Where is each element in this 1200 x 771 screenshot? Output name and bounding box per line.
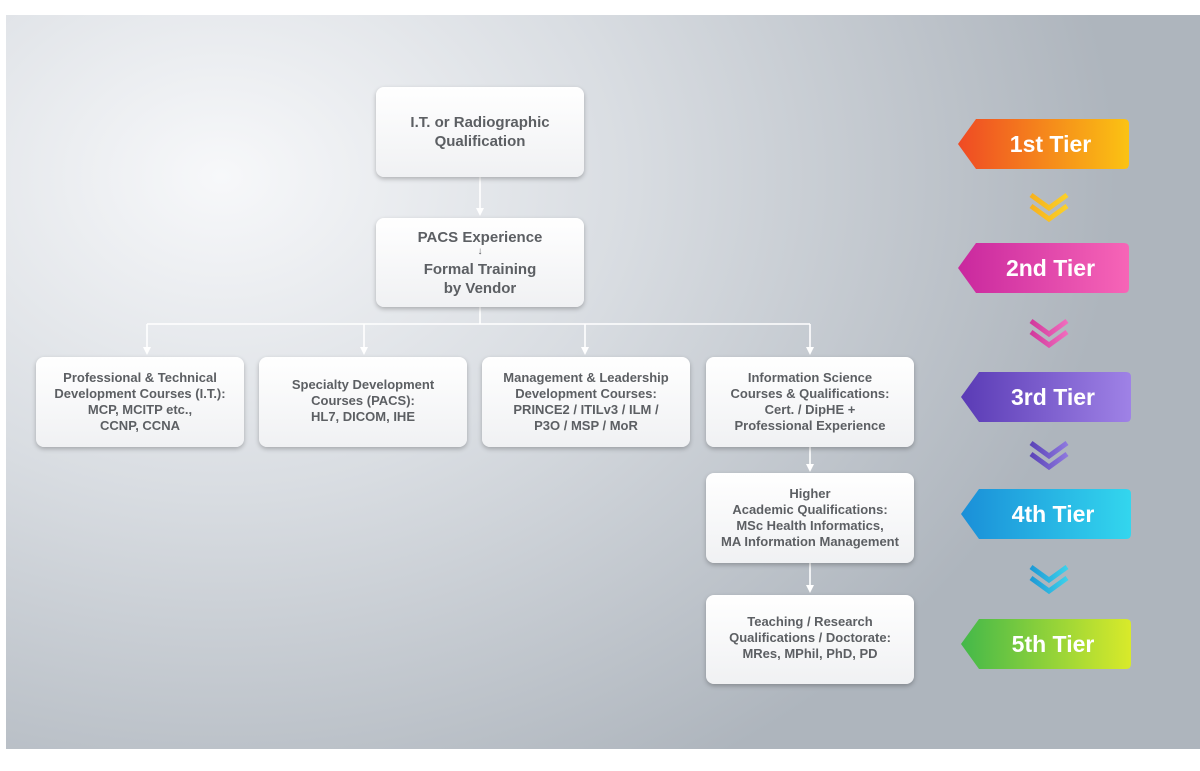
tier-label: 3rd Tier (1011, 383, 1095, 410)
box-text-line: Development Courses (I.T.): (54, 386, 226, 401)
double-chevron-down-icon (1029, 564, 1069, 595)
box-text-line: Professional Experience (734, 418, 886, 433)
box-text-line: I.T. or Radiographic (410, 114, 550, 131)
box-information-science-courses: Information Science Courses & Qualificat… (706, 357, 914, 447)
tier-label: 4th Tier (1011, 500, 1095, 527)
box-text-line: Professional & Technical (63, 370, 217, 385)
tier-5-arrow-shape (961, 619, 1131, 669)
down-arrow-icon: ↓ (477, 245, 483, 257)
box-text-line: Management & Leadership (503, 370, 669, 385)
double-chevron-down-icon (1029, 192, 1069, 223)
box-text-line: Development Courses: (515, 386, 657, 401)
box-text-line: Higher (789, 486, 831, 501)
box-text-line: Qualification (434, 133, 526, 150)
tier-1-arrow-shape (958, 119, 1129, 169)
box-text-line: P3O / MSP / MoR (534, 418, 638, 433)
box-text-line: Cert. / DipHE + (764, 402, 856, 417)
box-text-line: Qualifications / Doctorate: (729, 630, 891, 645)
box-text-line: PACS Experience (417, 228, 543, 246)
tier-3-arrow-shape (961, 372, 1131, 422)
box-text-line: by Vendor (443, 279, 517, 297)
box-text-line: PRINCE2 / ITILv3 / ILM / (513, 402, 659, 417)
tier-5: 5th Tier (961, 619, 1131, 669)
tier-1: 1st Tier (958, 119, 1129, 169)
box-professional-technical-courses: Professional & Technical Development Cou… (36, 357, 244, 447)
box-text-line: Teaching / Research (747, 614, 873, 629)
double-chevron-down-icon (1029, 318, 1069, 349)
box-specialty-development-courses: Specialty Development Courses (PACS): HL… (259, 357, 467, 447)
tier-label: 2nd Tier (1005, 254, 1096, 281)
tier-2-arrow-shape (958, 243, 1129, 293)
box-text-line: Courses (PACS): (311, 393, 415, 408)
tier-4: 4th Tier (961, 489, 1131, 539)
box-text-line: MRes, MPhil, PhD, PD (742, 646, 878, 661)
box-higher-academic-qualifications: Higher Academic Qualifications: MSc Heal… (706, 473, 914, 563)
box-text-line: MSc Health Informatics, (736, 518, 884, 533)
box-text-line: CCNP, CCNA (100, 418, 180, 433)
box-management-leadership-courses: Management & Leadership Development Cour… (482, 357, 690, 447)
box-text-line: Specialty Development (291, 377, 435, 392)
box-text-line: Courses & Qualifications: (730, 386, 890, 401)
box-text-line: Academic Qualifications: (732, 502, 888, 517)
box-text-line: HL7, DICOM, IHE (310, 409, 415, 424)
tier-2: 2nd Tier (958, 243, 1129, 293)
box-text-line: MCP, MCITP etc., (87, 402, 193, 417)
double-chevron-down-icon (1029, 440, 1069, 471)
tier-3: 3rd Tier (961, 372, 1131, 422)
tier-label: 5th Tier (1011, 630, 1095, 657)
box-text-line: MA Information Management (721, 534, 899, 549)
box-text-line: Information Science (747, 370, 873, 385)
box-pacs-experience: PACS Experience ↓ Formal Training by Ven… (376, 218, 584, 307)
box-it-radiographic-qualification: I.T. or Radiographic Qualification (376, 87, 584, 177)
tier-label: 1st Tier (1009, 130, 1092, 157)
box-text-line: Formal Training (423, 260, 537, 278)
tier-4-arrow-shape (961, 489, 1131, 539)
box-teaching-research-qualifications: Teaching / Research Qualifications / Doc… (706, 595, 914, 684)
